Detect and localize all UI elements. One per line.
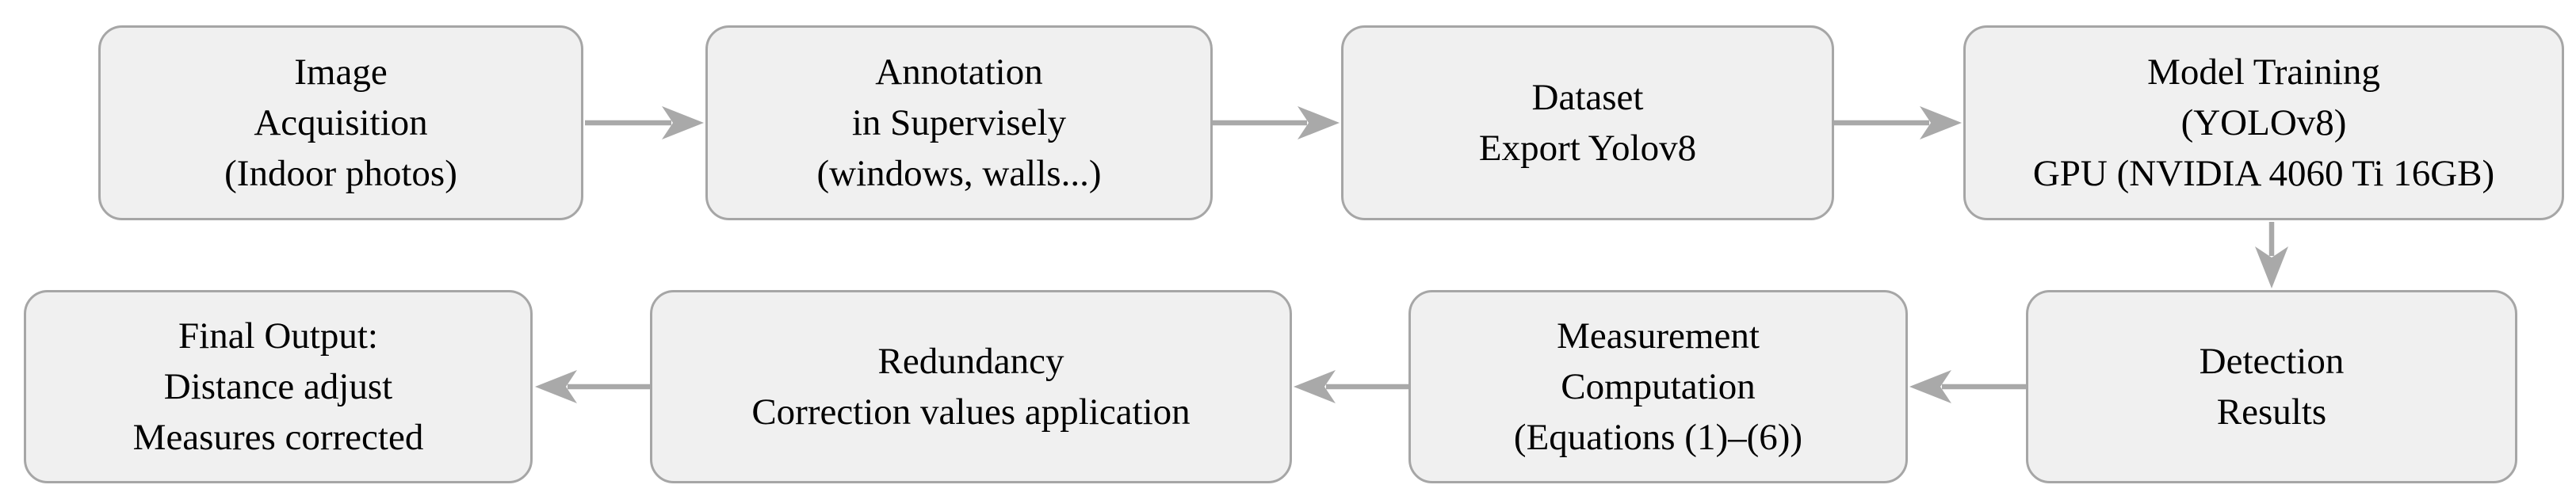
flow-box-redundancy-correction: Redundancy Correction values application — [650, 290, 1292, 483]
box-label-line: Correction values application — [751, 391, 1191, 433]
flow-box-image-acquisition: Image Acquisition (Indoor photos) — [98, 25, 583, 220]
flow-box-measurement-computation: Measurement Computation (Equations (1)–(… — [1408, 290, 1908, 483]
arrow-image-acquisition-to-annotation — [585, 106, 704, 139]
box-label-line: Results — [2216, 391, 2327, 433]
flow-box-annotation: Annotation in Supervisely (windows, wall… — [705, 25, 1213, 220]
box-label-line: (Equations (1)–(6)) — [1513, 417, 1803, 458]
box-label-line: Dataset — [1531, 77, 1644, 118]
box-label-line: Redundancy — [877, 341, 1064, 382]
box-label-line: Distance adjust — [163, 366, 393, 407]
box-label-line: Image — [294, 52, 388, 93]
arrow-detection-results-to-measurement-computation — [1909, 370, 2026, 403]
box-label-line: Model Training — [2147, 52, 2380, 93]
box-label-line: Export Yolov8 — [1478, 128, 1697, 169]
box-label-line: in Supervisely — [851, 102, 1067, 143]
arrow-measurement-computation-to-redundancy-correction — [1294, 370, 1408, 403]
arrow-redundancy-correction-to-final-output — [535, 370, 650, 403]
box-label-line: GPU (NVIDIA 4060 Ti 16GB) — [2032, 153, 2495, 194]
arrow-dataset-export-to-model-training — [1834, 106, 1962, 139]
box-label-line: Computation — [1561, 366, 1756, 407]
box-label-line: Measures corrected — [132, 417, 424, 458]
box-label-line: Annotation — [875, 52, 1043, 93]
box-label-line: Acquisition — [254, 102, 428, 143]
flow-box-dataset-export: Dataset Export Yolov8 — [1341, 25, 1834, 220]
arrow-annotation-to-dataset-export — [1213, 106, 1340, 139]
box-label-line: (Indoor photos) — [224, 153, 457, 194]
box-label-line: Detection — [2199, 341, 2345, 382]
flow-box-detection-results: Detection Results — [2026, 290, 2517, 483]
box-label-line: Final Output: — [178, 315, 378, 357]
box-label-line: Measurement — [1557, 315, 1760, 357]
box-label-line: (YOLOv8) — [2180, 102, 2347, 143]
box-label-line: (windows, walls...) — [816, 153, 1102, 194]
arrow-model-training-to-detection-results — [2255, 222, 2288, 288]
flow-box-final-output: Final Output: Distance adjust Measures c… — [24, 290, 533, 483]
flow-box-model-training: Model Training (YOLOv8) GPU (NVIDIA 4060… — [1963, 25, 2564, 220]
